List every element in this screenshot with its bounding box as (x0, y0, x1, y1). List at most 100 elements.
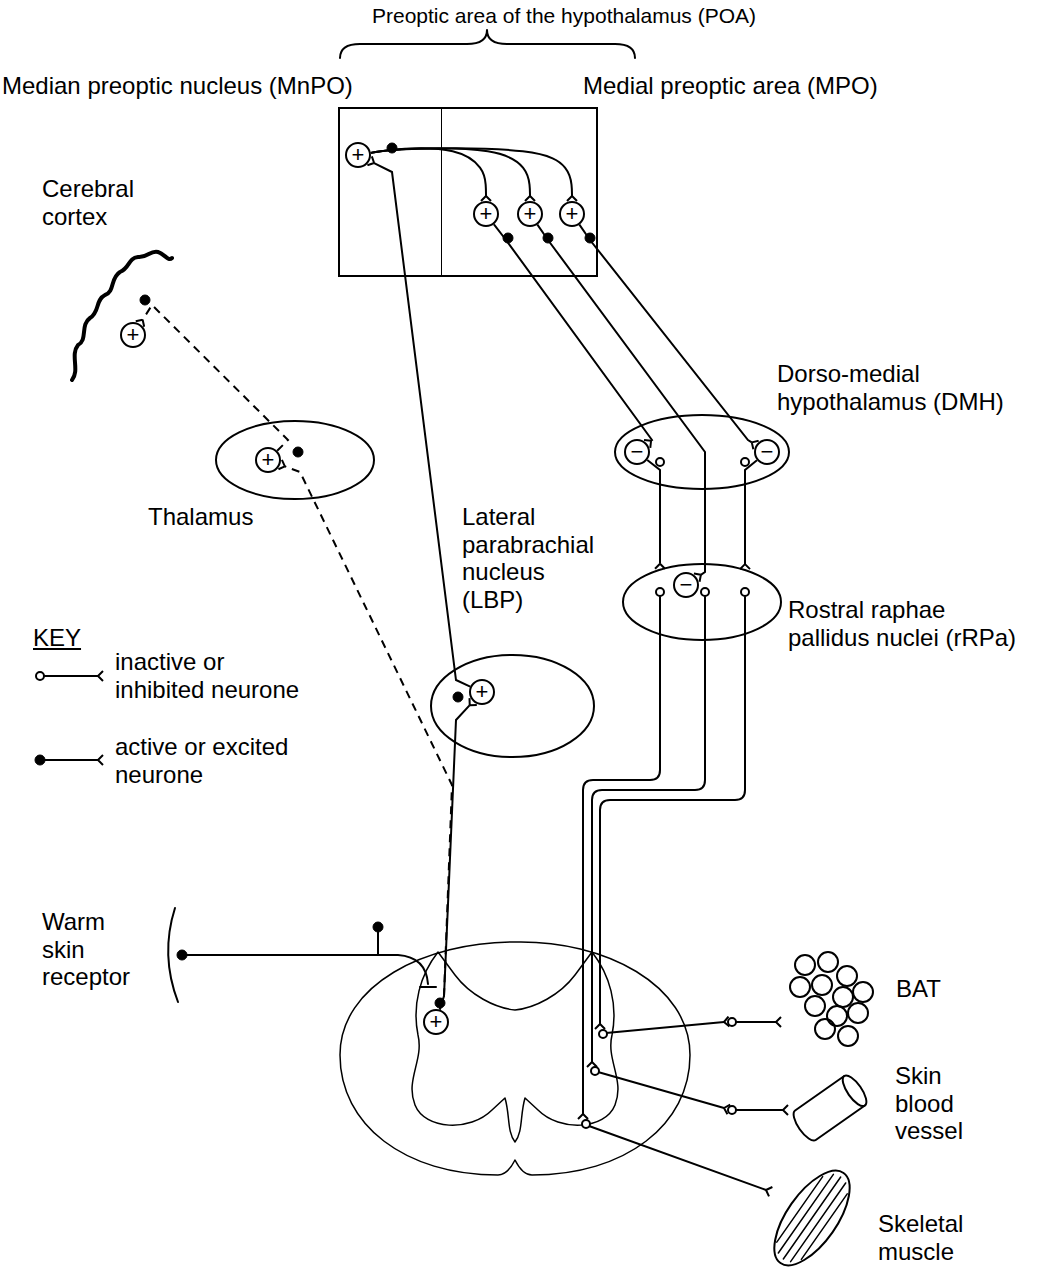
neural-pathway (374, 163, 470, 687)
sign-label: − (761, 441, 774, 463)
inactive-soma (656, 588, 664, 596)
sign-circle: + (473, 201, 499, 227)
bracket (340, 30, 635, 58)
ellipse-outline (615, 415, 789, 489)
afferent-fibre (182, 955, 428, 984)
grey-matter-outline (412, 952, 618, 1142)
sign-label: + (352, 144, 365, 166)
inactive-neurones (36, 458, 749, 1128)
inactive-soma (728, 1106, 736, 1114)
effector-label: Skeletal muscle (878, 1210, 978, 1265)
active-soma (177, 950, 187, 960)
node-label: Preoptic area of the hypothalamus (POA) (372, 4, 756, 28)
sign-circle: + (423, 1009, 449, 1035)
region-label: Cerebral cortex (42, 175, 142, 230)
region-box: Preoptic area of the hypothalamus (POA)M… (338, 107, 598, 277)
neural-pathway (371, 148, 486, 196)
afferent-branch (377, 932, 379, 955)
descending-fibre (600, 597, 745, 1024)
neural-pathway (647, 460, 660, 564)
sign-circle: + (120, 322, 146, 348)
active-soma (453, 692, 463, 702)
nucleus-ellipse: Thalamus+ (215, 420, 375, 500)
sign-circle: + (345, 142, 371, 168)
fat-cell (837, 966, 857, 986)
node-label: Thalamus (148, 503, 253, 531)
sign-label: + (476, 681, 489, 703)
inactive-soma (741, 588, 749, 596)
sign-label: + (480, 203, 493, 225)
node-label: Rostral raphae pallidus nuclei (rRPa) (788, 596, 1024, 651)
key-sample-line (44, 675, 98, 677)
sign-label: + (566, 203, 579, 225)
sign-circle: + (559, 201, 585, 227)
neural-pathway (371, 148, 572, 196)
active-soma (373, 922, 383, 932)
sign-circle: + (517, 201, 543, 227)
inactive-soma (591, 1067, 599, 1075)
effector-label: BAT (896, 975, 941, 1003)
sign-label: + (127, 324, 140, 346)
effector-label: Skin blood vessel (895, 1062, 975, 1145)
sign-label: + (430, 1011, 443, 1033)
node-label: Median preoptic nucleus (MnPO) (2, 72, 353, 100)
fat-cell (790, 977, 810, 997)
node-label: Medial preoptic area (MPO) (583, 72, 878, 100)
active-soma (387, 143, 397, 153)
key-heading: KEY (33, 624, 81, 652)
effector-label: BAT (896, 975, 941, 1003)
receptor-label: Warm skin receptor (42, 908, 142, 991)
fat-cell (853, 982, 873, 1002)
key-sample-line (45, 759, 98, 761)
efferent-fibre (736, 1021, 776, 1023)
sign-circle: + (469, 679, 495, 705)
neural-pathway (494, 224, 652, 440)
inactive-soma (582, 1120, 590, 1128)
legend-entry: active or excited neurone (115, 733, 310, 788)
fat-cell (848, 1003, 868, 1023)
receptor-label: Warm skin receptor (42, 908, 142, 991)
fat-cell (812, 975, 832, 995)
effector-label: Skeletal muscle (878, 1210, 978, 1265)
inactive-soma (701, 588, 709, 596)
fat-cell (795, 955, 815, 975)
inactive-soma (728, 1018, 736, 1026)
neural-pathway (537, 225, 705, 575)
fat-cell (805, 996, 825, 1016)
legend-entry: inactive or inhibited neurone (115, 648, 310, 703)
ellipse-outline (431, 655, 594, 757)
subregion-box: Medial preoptic area (MPO)+++ (442, 107, 598, 277)
key-active-soma (35, 755, 45, 765)
ellipse-outline (216, 421, 374, 499)
bat-cells (790, 952, 873, 1046)
afferent-terminal (420, 986, 436, 988)
active-soma (140, 295, 150, 305)
neural-pathway (285, 466, 452, 1009)
blood-vessel (789, 1072, 870, 1144)
efferent-fibre (736, 1109, 783, 1111)
fat-cell (818, 952, 838, 972)
efferent-fibre (598, 1072, 724, 1108)
neural-pathway (579, 225, 751, 443)
sign-circle: − (624, 439, 650, 465)
cortex-outline (72, 252, 172, 380)
region-label: Cerebral cortex (42, 175, 142, 230)
inactive-soma (599, 1030, 607, 1038)
legend-text: active or excited neurone (115, 733, 310, 788)
muscle-fibres (771, 1168, 853, 1267)
ellipse-outline (622, 563, 782, 641)
efferent-fibre (606, 1022, 724, 1033)
inactive-soma (656, 458, 664, 466)
node-label: Lateral parabrachial nucleus (LBP) (462, 503, 602, 613)
ellipse-outline (215, 420, 375, 500)
ellipse-outline (430, 654, 595, 758)
neural-pathway (745, 460, 757, 564)
spinal-cord-outline (340, 942, 690, 1175)
muscle (760, 1159, 864, 1278)
effector-label: Skin blood vessel (895, 1062, 975, 1145)
key-heading: KEY (33, 624, 81, 652)
descending-fibre (583, 597, 660, 1114)
legend-text: inactive or inhibited neurone (115, 648, 310, 703)
sign-circle: + (255, 447, 281, 473)
neural-pathway (143, 305, 288, 451)
